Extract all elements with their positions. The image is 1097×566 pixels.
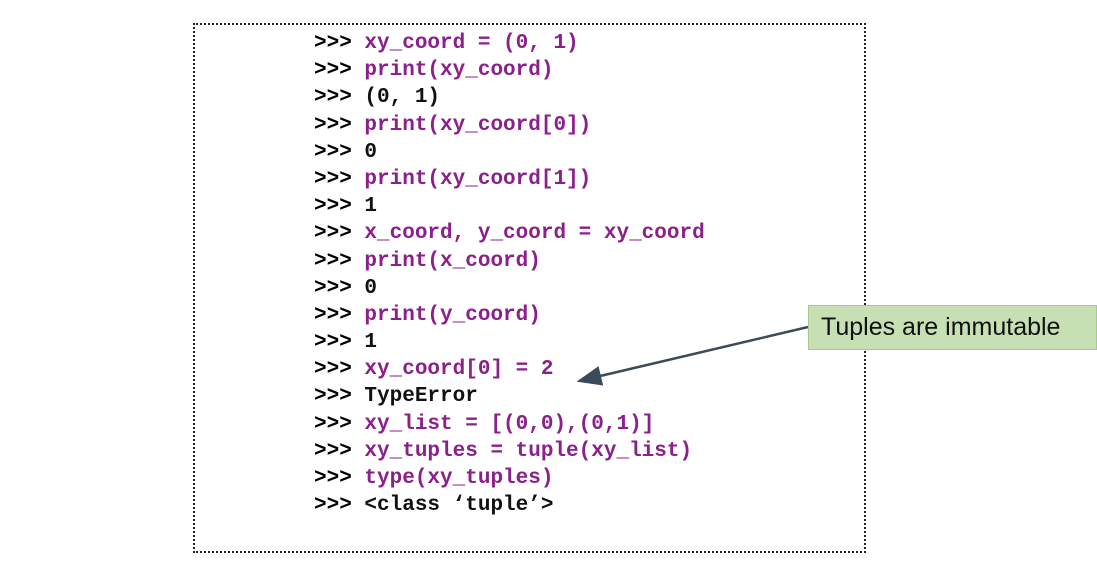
prompt-marker: >>>	[314, 385, 352, 409]
prompt-marker: >>>	[314, 276, 352, 300]
code-line-output: >>> <class ‘tuple’>	[314, 492, 705, 519]
prompt-marker: >>>	[314, 439, 352, 463]
code-text: TypeError	[364, 385, 478, 409]
code-line-output: >>> 0	[314, 275, 705, 302]
callout-text: Tuples are immutable	[821, 313, 1061, 341]
prompt-space	[352, 277, 365, 300]
prompt-space	[352, 222, 365, 245]
code-box	[193, 23, 866, 553]
prompt-marker: >>>	[314, 59, 352, 83]
code-text: print(xy_coord[1])	[364, 167, 592, 191]
code-line-input: >>> print(y_coord)	[314, 302, 705, 329]
prompt-space	[352, 250, 365, 273]
code-text: 1	[364, 331, 378, 355]
prompt-marker: >>>	[314, 303, 352, 327]
code-line-input: >>> xy_tuples = tuple(xy_list)	[314, 438, 705, 465]
code-line-input: >>> xy_coord[0] = 2	[314, 356, 705, 383]
prompt-marker: >>>	[314, 140, 352, 164]
code-text: 1	[364, 195, 378, 219]
code-lines: >>> xy_coord = (0, 1)>>> print(xy_coord)…	[314, 30, 705, 519]
code-text: (0, 1)	[364, 86, 441, 110]
prompt-space	[352, 413, 365, 436]
code-text: print(xy_coord)	[364, 59, 554, 83]
code-line-output: >>> TypeError	[314, 383, 705, 410]
code-text: x_coord, y_coord = xy_coord	[364, 222, 705, 246]
prompt-marker: >>>	[314, 358, 352, 382]
prompt-space	[352, 168, 365, 191]
code-line-input: >>> print(xy_coord[0])	[314, 112, 705, 139]
code-line-input: >>> type(xy_tuples)	[314, 465, 705, 492]
prompt-marker: >>>	[314, 412, 352, 436]
prompt-space	[352, 494, 365, 517]
prompt-marker: >>>	[314, 86, 352, 110]
prompt-space	[352, 467, 365, 490]
code-text: type(xy_tuples)	[364, 467, 554, 490]
prompt-space	[352, 141, 365, 164]
code-line-output: >>> (0, 1)	[314, 84, 705, 111]
prompt-marker: >>>	[314, 331, 352, 355]
prompt-space	[352, 358, 365, 381]
code-line-input: >>> print(xy_coord)	[314, 57, 705, 84]
code-line-input: >>> xy_coord = (0, 1)	[314, 30, 705, 57]
prompt-space	[352, 385, 365, 408]
prompt-marker: >>>	[314, 167, 352, 191]
prompt-space	[352, 86, 365, 109]
prompt-space	[352, 304, 365, 327]
code-line-input: >>> xy_list = [(0,0),(0,1)]	[314, 411, 705, 438]
code-text: print(x_coord)	[364, 249, 541, 273]
callout-box: Tuples are immutable	[808, 305, 1097, 350]
code-text: print(y_coord)	[364, 303, 541, 327]
prompt-marker: >>>	[314, 32, 352, 55]
prompt-space	[352, 114, 365, 137]
code-text: 0	[364, 140, 378, 164]
prompt-marker: >>>	[314, 467, 352, 490]
prompt-space	[352, 59, 365, 82]
code-text: print(xy_coord[0])	[364, 113, 592, 137]
code-text: xy_coord = (0, 1)	[364, 32, 579, 55]
code-line-output: >>> 1	[314, 193, 705, 220]
code-text: xy_coord[0] = 2	[364, 358, 554, 382]
code-line-input: >>> x_coord, y_coord = xy_coord	[314, 220, 705, 247]
prompt-marker: >>>	[314, 494, 352, 518]
code-text: xy_tuples = tuple(xy_list)	[364, 439, 693, 463]
prompt-marker: >>>	[314, 222, 352, 246]
code-text: <class ‘tuple’>	[364, 494, 554, 518]
code-text: 0	[364, 276, 378, 300]
prompt-space	[352, 331, 365, 354]
prompt-marker: >>>	[314, 249, 352, 273]
code-line-output: >>> 1	[314, 329, 705, 356]
prompt-space	[352, 195, 365, 218]
prompt-marker: >>>	[314, 195, 352, 219]
prompt-space	[352, 32, 365, 55]
code-text: xy_list = [(0,0),(0,1)]	[364, 412, 655, 436]
code-line-output: >>> 0	[314, 139, 705, 166]
prompt-space	[352, 440, 365, 463]
code-line-input: >>> print(x_coord)	[314, 248, 705, 275]
prompt-marker: >>>	[314, 113, 352, 137]
code-line-input: >>> print(xy_coord[1])	[314, 166, 705, 193]
